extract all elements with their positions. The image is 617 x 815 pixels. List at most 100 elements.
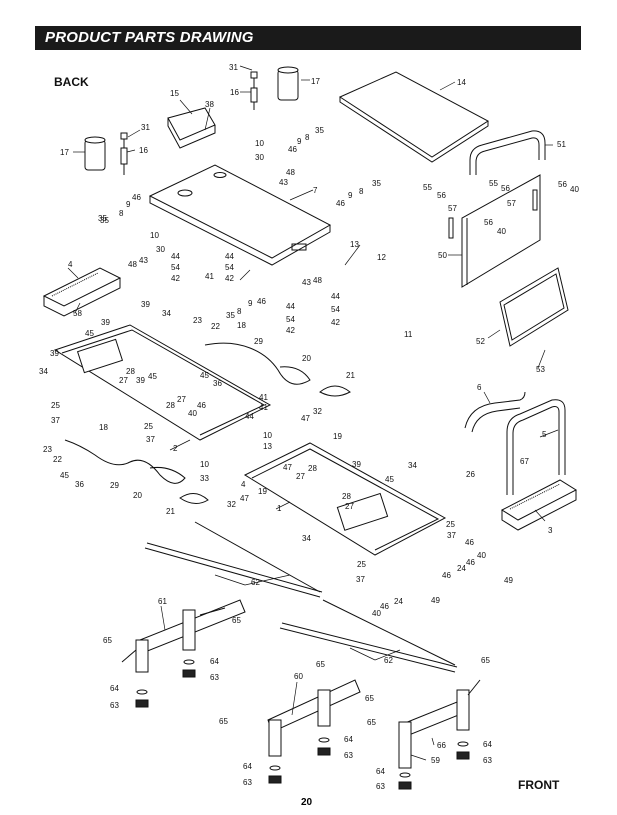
- callout-part-16: 16: [230, 88, 239, 97]
- callout-part-44: 44: [245, 412, 254, 421]
- callout-part-35: 35: [372, 179, 381, 188]
- callout-part-35: 35: [315, 126, 324, 135]
- callout-part-9: 9: [297, 137, 302, 146]
- callout-part-59: 59: [431, 756, 440, 765]
- callout-part-9: 9: [126, 200, 131, 209]
- callout-part-60: 60: [294, 672, 303, 681]
- strap-21-left: [179, 493, 209, 504]
- callout-part-25: 25: [357, 560, 366, 569]
- callout-part-44: 44: [286, 302, 295, 311]
- callout-part-4: 4: [241, 480, 246, 489]
- callout-part-34: 34: [302, 534, 311, 543]
- callout-part-8: 8: [119, 209, 124, 218]
- callout-part-21: 21: [346, 371, 355, 380]
- callout-part-28: 28: [166, 401, 175, 410]
- callout-part-19: 19: [333, 432, 342, 441]
- callout-part-20: 20: [133, 491, 142, 500]
- callout-part-11: 11: [404, 330, 413, 339]
- callout-part-46: 46: [465, 538, 474, 547]
- callout-part-46: 46: [132, 193, 141, 202]
- callout-part-38: 38: [205, 100, 214, 109]
- callout-part-65: 65: [481, 656, 490, 665]
- callout-part-18: 18: [99, 423, 108, 432]
- callout-part-8: 8: [237, 307, 242, 316]
- callout-part-42: 42: [171, 274, 180, 283]
- callout-part-32: 32: [227, 500, 236, 509]
- callout-part-47: 47: [301, 414, 310, 423]
- callout-part-8: 8: [359, 187, 364, 196]
- callout-part-20: 20: [302, 354, 311, 363]
- callout-part-46: 46: [257, 297, 266, 306]
- callout-part-42: 42: [225, 274, 234, 283]
- callout-part-39: 39: [352, 460, 361, 469]
- callout-part-45: 45: [148, 372, 157, 381]
- callout-part-41: 41: [259, 393, 268, 402]
- cylinder-17-top: [277, 66, 299, 101]
- callout-part-57: 57: [507, 199, 516, 208]
- callout-part-13: 13: [263, 442, 272, 451]
- callout-part-63: 63: [110, 701, 119, 710]
- leg-assembly-60: [267, 679, 361, 784]
- callout-part-54: 54: [286, 315, 295, 324]
- strap-21-right: [319, 385, 351, 397]
- callout-part-40: 40: [188, 409, 197, 418]
- callout-part-35: 35: [226, 311, 235, 320]
- callout-part-52: 52: [476, 337, 485, 346]
- page-title: PRODUCT PARTS DRAWING: [45, 29, 254, 46]
- callout-part-66: 66: [437, 741, 446, 750]
- callout-part-65: 65: [103, 636, 112, 645]
- callout-part-35: 35: [98, 214, 107, 223]
- callout-part-34: 34: [408, 461, 417, 470]
- callout-part-10: 10: [255, 139, 264, 148]
- callout-part-45: 45: [85, 329, 94, 338]
- callout-part-4: 4: [68, 260, 73, 269]
- callout-part-25: 25: [446, 520, 455, 529]
- callout-part-58: 58: [73, 309, 82, 318]
- callout-part-9: 9: [348, 191, 353, 200]
- callout-part-56: 56: [437, 191, 446, 200]
- callout-part-44: 44: [225, 252, 234, 261]
- rail-frame-1: [243, 442, 447, 556]
- bar-62-upper: [144, 521, 323, 598]
- bolt-16-left: [120, 132, 128, 175]
- callout-part-27: 27: [177, 395, 186, 404]
- callout-part-31: 31: [141, 123, 150, 132]
- callout-part-43: 43: [302, 278, 311, 287]
- callout-part-54: 54: [225, 263, 234, 272]
- callout-part-39: 39: [101, 318, 110, 327]
- callout-part-17: 17: [60, 148, 69, 157]
- callout-part-23: 23: [193, 316, 202, 325]
- callout-part-64: 64: [483, 740, 492, 749]
- callout-part-48: 48: [286, 168, 295, 177]
- callout-part-10: 10: [263, 431, 272, 440]
- callout-part-37: 37: [447, 531, 456, 540]
- callout-part-32: 32: [313, 407, 322, 416]
- callout-part-40: 40: [372, 609, 381, 618]
- callout-part-64: 64: [376, 767, 385, 776]
- callout-part-31: 31: [229, 63, 238, 72]
- callout-part-54: 54: [331, 305, 340, 314]
- callout-part-17: 17: [311, 77, 320, 86]
- callout-part-55: 55: [489, 179, 498, 188]
- callout-part-63: 63: [483, 756, 492, 765]
- callout-part-25: 25: [51, 401, 60, 410]
- callout-part-34: 34: [162, 309, 171, 318]
- rail-frame-2: [53, 324, 272, 441]
- callout-part-30: 30: [255, 153, 264, 162]
- callout-part-26: 26: [466, 470, 475, 479]
- callout-part-65: 65: [232, 616, 241, 625]
- callout-part-1: 1: [277, 504, 282, 513]
- callout-part-56: 56: [558, 180, 567, 189]
- cylinder-17-left: [84, 136, 106, 171]
- header-bar: PRODUCT PARTS DRAWING: [35, 26, 581, 50]
- callout-part-28: 28: [342, 492, 351, 501]
- callout-part-9: 9: [248, 299, 253, 308]
- callout-part-64: 64: [110, 684, 119, 693]
- callout-part-36: 36: [75, 480, 84, 489]
- callout-part-41: 41: [259, 403, 268, 412]
- callout-part-45: 45: [385, 475, 394, 484]
- callout-part-63: 63: [376, 782, 385, 791]
- callout-part-34: 34: [39, 367, 48, 376]
